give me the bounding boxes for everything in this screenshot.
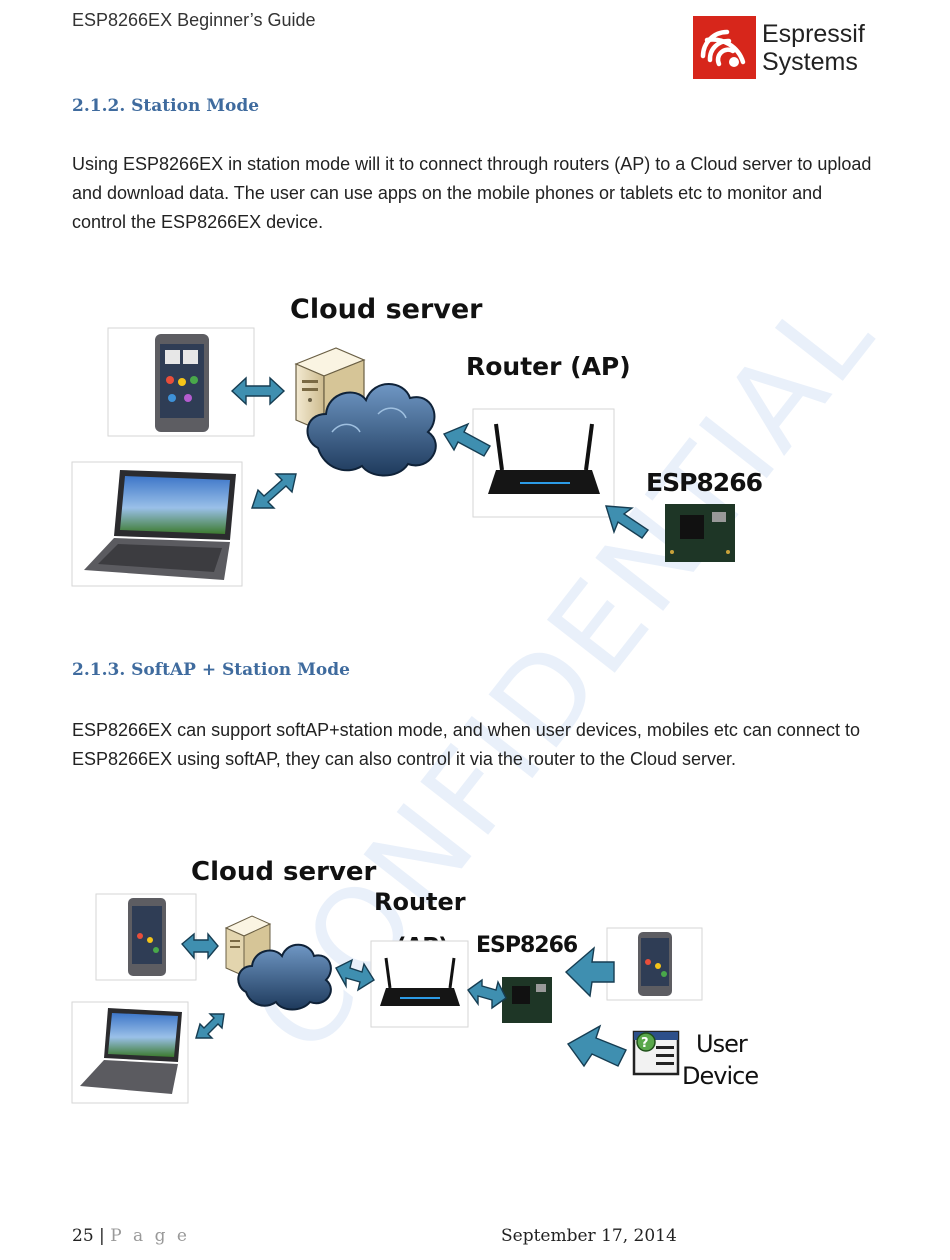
paragraph-softap-station-mode: ESP8266EX can support softAP+station mod… [72, 720, 860, 769]
footer-date: September 17, 2014 [501, 1226, 677, 1246]
page-footer-number: 25 | P a g e [72, 1226, 190, 1246]
router-ap-label: Router (AP) [466, 352, 631, 381]
mobile-phone-image [606, 927, 703, 1001]
device-label: Device [682, 1062, 758, 1090]
section-heading-station-mode: 2.1.2. Station Mode [72, 96, 260, 116]
router-image [370, 940, 469, 1028]
double-arrow-icon [335, 958, 375, 992]
esp8266-module-image [665, 504, 735, 562]
esp8266-module-image [502, 977, 552, 1023]
page-number: 25 [72, 1226, 94, 1246]
svg-text:?: ? [641, 1036, 649, 1051]
station-mode-diagram: Cloud server Router (AP) ESP8266 [71, 294, 764, 587]
section-heading-softap-station-mode: 2.1.3. SoftAP + Station Mode [72, 660, 350, 680]
double-arrow-icon [467, 978, 507, 1010]
mobile-phone-image [107, 327, 255, 437]
arrow-up-left-icon [566, 1024, 627, 1068]
router-image [472, 408, 615, 518]
user-device-icon: ? [632, 1030, 680, 1076]
arrow-up-left-icon [605, 505, 650, 539]
laptop-image [71, 1001, 189, 1104]
arrow-left-icon [442, 422, 491, 457]
mobile-phone-image [95, 893, 197, 981]
paragraph-station-mode: Using ESP8266EX in station mode will it … [72, 154, 872, 232]
cloud-icon [237, 943, 332, 1011]
footer-separator: | [99, 1226, 105, 1246]
arrow-left-icon [564, 946, 615, 998]
router-label: Router [374, 888, 466, 916]
user-label: User [696, 1030, 748, 1058]
cloud-icon [306, 383, 437, 477]
espressif-logo-mark [693, 16, 756, 79]
document-title: ESP8266EX Beginner’s Guide [72, 10, 316, 30]
cloud-server-label: Cloud server [290, 294, 483, 325]
espressif-logo: Espressif Systems [693, 16, 878, 80]
cloud-server-label: Cloud server [191, 857, 377, 887]
double-arrow-icon [251, 473, 297, 509]
page-word: P a g e [110, 1226, 190, 1246]
double-arrow-icon [195, 1013, 225, 1039]
esp8266-label: ESP8266 [646, 468, 763, 497]
laptop-image [71, 461, 243, 587]
double-arrow-icon [230, 376, 286, 406]
esp8266-label: ESP8266 [476, 933, 578, 958]
espressif-logo-text: Espressif Systems [762, 20, 865, 76]
double-arrow-icon [181, 932, 219, 960]
